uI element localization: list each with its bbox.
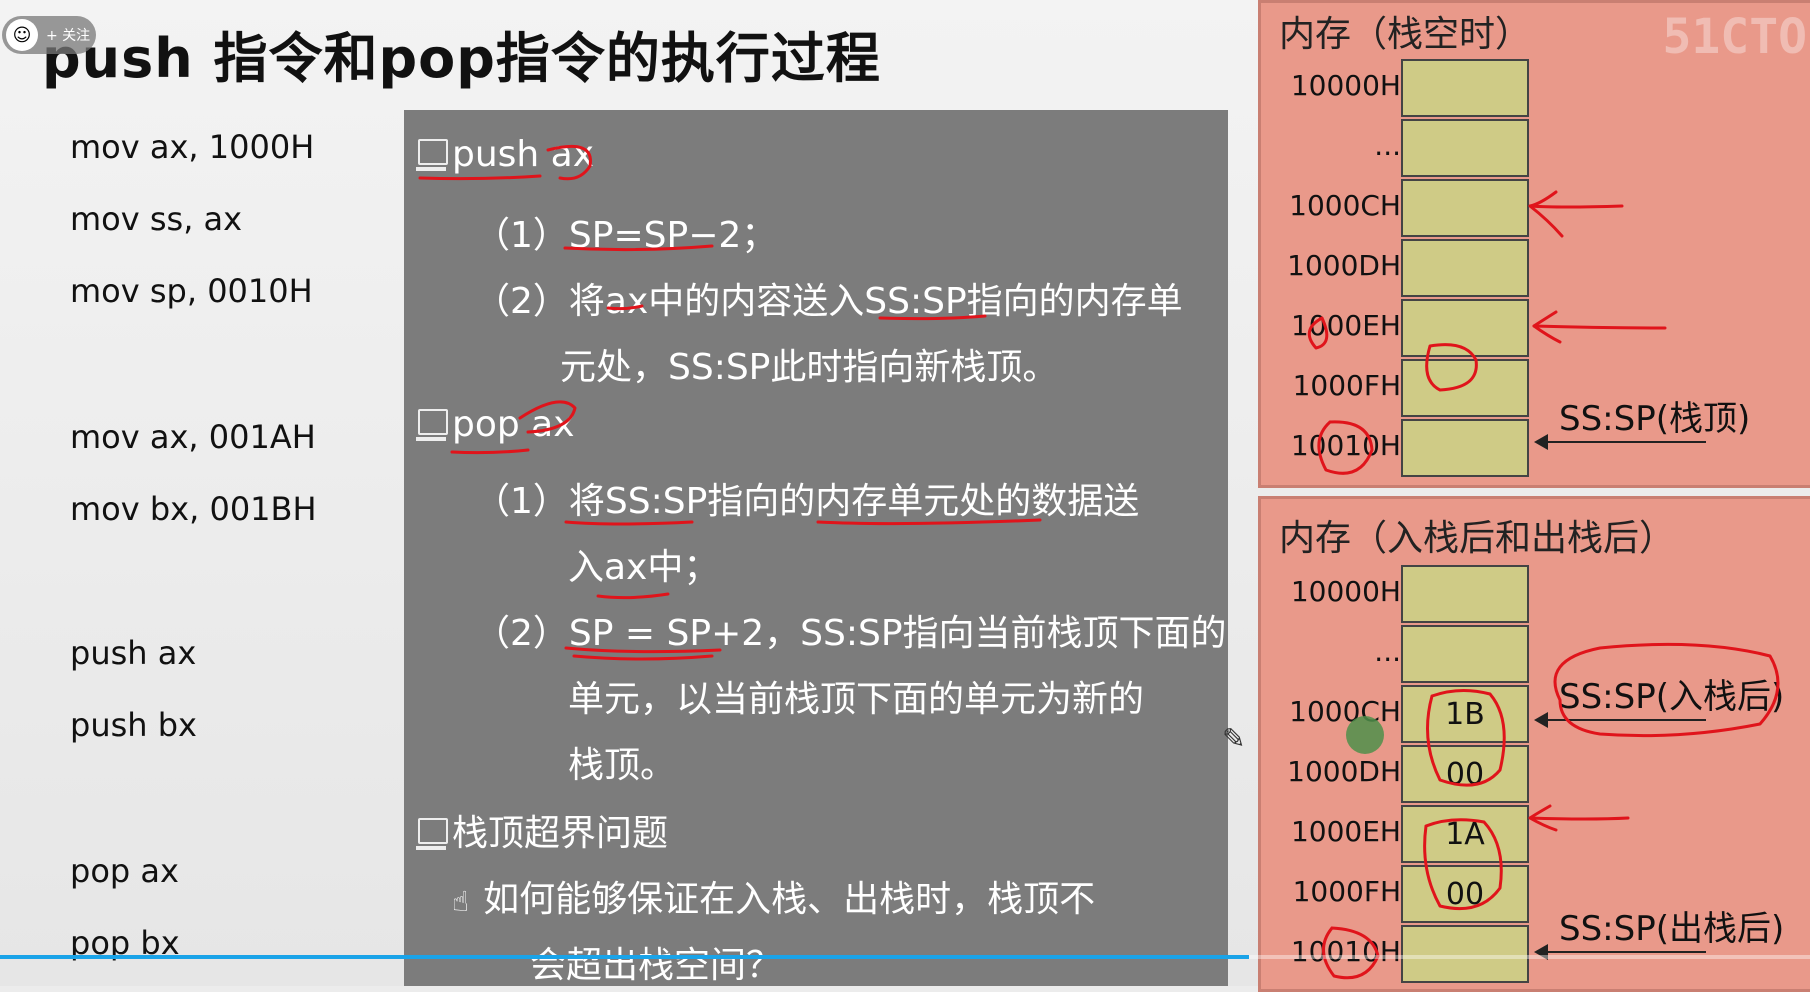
pop-step-2-cont2: 栈顶。 bbox=[568, 745, 677, 786]
computer-icon bbox=[416, 818, 448, 850]
address-label: 1000EH bbox=[1290, 815, 1401, 848]
memory-cell bbox=[1401, 59, 1529, 117]
pop-step-2: （2）SP = SP+2，SS:SP指向当前栈顶下面的 bbox=[474, 613, 1227, 654]
pointer-arrow bbox=[1534, 712, 1706, 728]
stack-pointer-label: SS:SP(栈顶) bbox=[1559, 399, 1751, 439]
memory-cell bbox=[1401, 565, 1529, 623]
video-progress-bar[interactable] bbox=[0, 955, 1810, 959]
address-label: 10000H bbox=[1290, 575, 1401, 608]
code-line: mov ss, ax bbox=[70, 200, 243, 238]
explanation-panel: push ax （1）SP=SP−2； （2）将ax中的内容送入SS:SP指向的… bbox=[404, 110, 1228, 986]
address-label: 10000H bbox=[1290, 69, 1401, 102]
computer-icon bbox=[416, 409, 448, 441]
memory-cell bbox=[1401, 239, 1529, 297]
memory-empty-title: 内存（栈空时） bbox=[1279, 14, 1532, 55]
memory-cell: 00 bbox=[1401, 745, 1529, 803]
memory-cell: 00 bbox=[1401, 865, 1529, 923]
address-label: 10010H bbox=[1290, 935, 1401, 968]
avatar[interactable]: ☺ bbox=[6, 19, 38, 51]
watermark-logo: 51CTO bbox=[1662, 9, 1808, 65]
address-label: ... bbox=[1374, 635, 1401, 668]
code-line: push bx bbox=[70, 706, 197, 744]
memory-cell bbox=[1401, 299, 1529, 357]
pop-header: pop ax bbox=[416, 404, 575, 445]
hand-pointer-icon: ☝ bbox=[452, 885, 470, 918]
computer-icon bbox=[416, 139, 448, 171]
memory-empty-diagram: 内存（栈空时） 51CTO 10000H ... 1000CH 1000DH 1… bbox=[1258, 0, 1810, 488]
memory-cell: 1A bbox=[1401, 805, 1529, 863]
push-header: push ax bbox=[416, 134, 594, 175]
address-label: 1000CH bbox=[1289, 695, 1401, 728]
follow-button[interactable]: ☺ + 关注 bbox=[2, 16, 96, 54]
memory-cell bbox=[1401, 419, 1529, 477]
code-line: mov sp, 0010H bbox=[70, 272, 313, 310]
memory-cell bbox=[1401, 119, 1529, 177]
pop-step-2-cont: 单元，以当前栈顶下面的单元为新的 bbox=[568, 679, 1145, 720]
video-progress-fill bbox=[0, 955, 1249, 959]
follow-label[interactable]: + 关注 bbox=[46, 28, 91, 44]
overflow-question-cont: 会超出栈空间？ bbox=[530, 945, 783, 986]
pop-pointer-label: SS:SP(出栈后) bbox=[1559, 909, 1785, 949]
memory-after-diagram: 内存（入栈后和出栈后） 10000H ... 1000CH 1000DH 100… bbox=[1258, 496, 1810, 992]
push-step-1: （1）SP=SP−2； bbox=[474, 215, 778, 256]
address-label: 1000DH bbox=[1287, 755, 1401, 788]
overflow-header: 栈顶超界问题 bbox=[416, 804, 668, 856]
address-label: 1000FH bbox=[1292, 369, 1401, 402]
push-step-2: （2）将ax中的内容送入SS:SP指向的内存单 bbox=[474, 281, 1183, 322]
slide-title: push 指令和pop指令的执行过程 bbox=[42, 27, 881, 90]
overflow-question: ☝如何能够保证在入栈、出栈时，栈顶不 bbox=[452, 879, 1096, 920]
memory-cell bbox=[1401, 359, 1529, 417]
memory-cell bbox=[1401, 625, 1529, 683]
cursor-highlight bbox=[1346, 716, 1384, 754]
pointer-arrow bbox=[1534, 434, 1706, 450]
address-label: 1000EH bbox=[1290, 309, 1401, 342]
code-line: pop ax bbox=[70, 852, 179, 890]
memory-cell: 1B bbox=[1401, 685, 1529, 743]
pointer-arrow bbox=[1534, 944, 1706, 960]
address-label: ... bbox=[1374, 129, 1401, 162]
code-line: mov ax, 001AH bbox=[70, 418, 316, 456]
code-line: push ax bbox=[70, 634, 197, 672]
push-pointer-label: SS:SP(入栈后) bbox=[1559, 677, 1785, 717]
pop-step-1-cont: 入ax中； bbox=[568, 547, 720, 588]
address-label: 10010H bbox=[1290, 429, 1401, 462]
code-line: mov ax, 1000H bbox=[70, 128, 315, 166]
push-step-2-cont: 元处，SS:SP此时指向新栈顶。 bbox=[560, 347, 1059, 388]
code-line: mov bx, 001BH bbox=[70, 490, 317, 528]
memory-after-title: 内存（入栈后和出栈后） bbox=[1279, 518, 1676, 559]
pop-step-1: （1）将SS:SP指向的内存单元处的数据送 bbox=[474, 481, 1140, 522]
address-label: 1000DH bbox=[1287, 249, 1401, 282]
address-label: 1000FH bbox=[1292, 875, 1401, 908]
address-label: 1000CH bbox=[1289, 189, 1401, 222]
pencil-icon[interactable]: ✎ bbox=[1222, 722, 1246, 755]
memory-cell bbox=[1401, 179, 1529, 237]
memory-cell bbox=[1401, 925, 1529, 983]
